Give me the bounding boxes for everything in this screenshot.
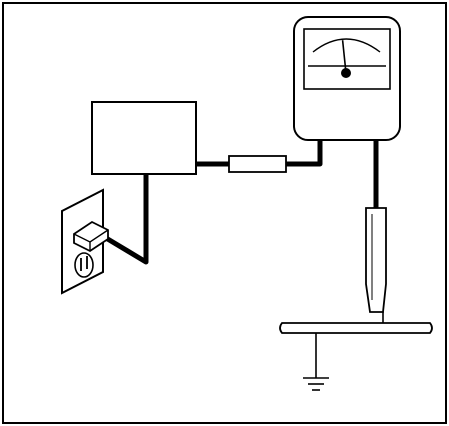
test-probe — [366, 208, 386, 324]
power-cord — [106, 174, 146, 262]
outlet-receptacle — [75, 253, 93, 277]
horizontal-bar — [280, 323, 432, 333]
analog-meter — [294, 17, 400, 140]
meter-pivot — [341, 68, 351, 78]
meter-face — [304, 29, 390, 89]
ground-symbol — [303, 378, 329, 390]
cable-fuse-to-meter — [286, 140, 320, 164]
inline-fuse — [229, 156, 286, 172]
power-supply-box — [92, 102, 196, 174]
